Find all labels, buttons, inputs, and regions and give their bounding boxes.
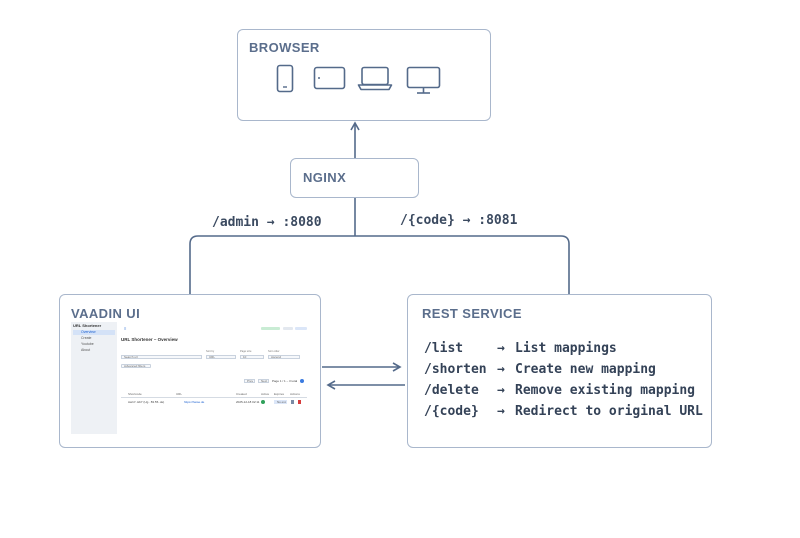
vaadin-title: VAADIN UI: [71, 306, 141, 321]
browser-title: BROWSER: [249, 40, 320, 55]
endpoint-path: /delete: [424, 383, 479, 398]
phone-icon: [276, 64, 294, 93]
split-bracket: [189, 235, 570, 294]
tablet-icon: [313, 66, 346, 90]
mini-col-url: URL: [176, 392, 183, 396]
vaadin-ui-box: VAADIN UI URL Shortener Overview Create …: [59, 294, 321, 448]
browser-box: BROWSER: [237, 29, 491, 121]
nginx-box: NGINX: [290, 158, 419, 198]
endpoint-path: /shorten: [424, 362, 487, 377]
endpoint-path: /{code}: [424, 404, 479, 419]
mini-sidebar: [71, 322, 117, 434]
mini-advanced-filters: Advanced filters: [121, 364, 151, 368]
mini-row-shortcode: Aw1Y..Hb7 (Ug.. 83.55..de): [128, 400, 165, 404]
mini-col-actions: Actions: [290, 392, 300, 396]
mini-order-select: Ascend: [268, 355, 300, 359]
monitor-icon: [406, 66, 441, 94]
endpoint-list: /list → List mappings: [424, 341, 617, 356]
rest-title: REST SERVICE: [422, 306, 522, 321]
mini-row-url: https://heise.de: [184, 400, 205, 404]
mini-filter-label-size: Page size: [240, 350, 252, 353]
route-admin-label: /admin → :8080: [212, 215, 322, 230]
mini-row-expires: No expiry: [274, 400, 287, 404]
endpoint-desc: Remove existing mapping: [515, 383, 696, 398]
mini-row-delete-icon: [298, 400, 301, 404]
mini-nav-overview: Overview: [73, 330, 115, 335]
mini-row-copy-icon: [291, 400, 294, 404]
mini-prev-button: Prev: [244, 379, 255, 383]
endpoint-arrow: →: [497, 383, 505, 398]
mini-app-title: URL Shortener: [73, 323, 102, 328]
mini-menu-icon: ≡: [124, 326, 127, 331]
mini-col-shortcode: Shortcode: [128, 392, 142, 396]
mini-size-select: 10: [240, 355, 264, 359]
mini-page-info: Page 1 / 1 – 3 total: [272, 379, 298, 383]
mini-nav-about: About: [81, 348, 91, 352]
mini-col-expires: Expires: [274, 392, 285, 396]
vaadin-screenshot: URL Shortener Overview Create Youtube Ab…: [71, 322, 309, 434]
mini-search-input: Search url: [121, 355, 202, 359]
endpoint-desc: List mappings: [515, 341, 617, 356]
mini-table-divider: [121, 397, 307, 398]
mini-badge-2: [283, 327, 293, 330]
mini-heading: URL Shortener – Overview: [121, 337, 178, 342]
mini-next-button: Next: [258, 379, 269, 383]
mini-sort-select: URL: [206, 355, 236, 359]
endpoint-code: /{code} → Redirect to original URL: [424, 404, 703, 419]
endpoint-arrow: →: [497, 341, 505, 356]
mini-refresh-icon: [300, 379, 304, 383]
rest-service-box: REST SERVICE /list → List mappings /shorte…: [407, 294, 712, 448]
endpoint-arrow: →: [497, 404, 505, 419]
mini-col-created: Created: [236, 392, 247, 396]
route-code-label: /{code} → :8081: [400, 213, 518, 228]
nginx-title: NGINX: [303, 170, 347, 185]
mini-row-created: 2025-12-18 02:11: [236, 400, 260, 404]
mini-nav-youtube: Youtube: [81, 342, 94, 346]
mini-status-badge: [261, 327, 280, 330]
mini-filter-label-sort: Sort by: [206, 350, 215, 353]
mini-col-active: Active: [261, 392, 270, 396]
endpoint-path: /list: [424, 341, 464, 356]
endpoint-arrow: →: [497, 362, 505, 377]
endpoint-delete: /delete → Remove existing mapping: [424, 383, 695, 398]
mini-row-active-icon: [261, 400, 265, 404]
endpoint-shorten: /shorten → Create new mapping: [424, 362, 656, 377]
endpoint-desc: Redirect to original URL: [515, 404, 703, 419]
endpoint-desc: Create new mapping: [515, 362, 656, 377]
mini-nav-create: Create: [81, 336, 92, 340]
mini-badge-3: [295, 327, 307, 330]
mini-filter-label-order: Sort order: [268, 350, 280, 353]
laptop-icon: [357, 66, 393, 91]
